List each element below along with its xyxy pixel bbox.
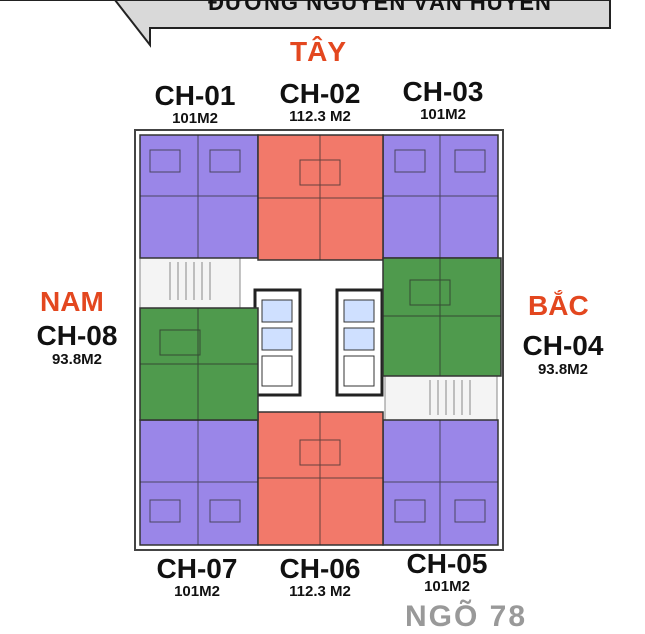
apartment-code: CH-07: [156, 553, 238, 584]
apartment-code: CH-05: [406, 548, 488, 579]
apartment-code: CH-03: [402, 76, 484, 107]
unit-ch-04-shape: [382, 257, 502, 377]
apartment-code: CH-06: [279, 553, 361, 584]
bottom-alley-label: NGÕ 78: [405, 600, 528, 633]
direction-south-label: NAM: [40, 286, 104, 317]
street-banner: [0, 0, 611, 48]
floor-plan: [134, 129, 504, 551]
apartment-area: 93.8M2: [537, 361, 589, 378]
direction-north-label: BẮC: [528, 290, 589, 321]
interior-walls: [140, 135, 501, 545]
street-label: ĐƯỜNG NGUYỄN VĂN HUYÊN: [208, 0, 552, 15]
direction-west-label: TÂY: [290, 36, 346, 67]
street-arrow-shape: [0, 0, 611, 48]
stair-treads: [169, 262, 471, 415]
apartment-area: 101M2: [420, 106, 466, 123]
apartment-area: 101M2: [174, 583, 220, 600]
elevator-core: [253, 288, 384, 397]
apartment-code: CH-04: [522, 330, 604, 361]
apartment-code: CH-01: [154, 80, 236, 111]
apartment-area: 101M2: [424, 578, 470, 595]
stair-south-west: [139, 257, 241, 309]
apartment-area: 101M2: [172, 110, 218, 127]
apartment-code: CH-08: [36, 320, 118, 351]
apartment-area: 112.3 M2: [289, 108, 351, 125]
apartment-code: CH-02: [279, 78, 361, 109]
stair-north-east: [384, 374, 498, 421]
apartment-area: 93.8M2: [51, 351, 103, 368]
apartment-area: 112.3 M2: [289, 583, 351, 600]
